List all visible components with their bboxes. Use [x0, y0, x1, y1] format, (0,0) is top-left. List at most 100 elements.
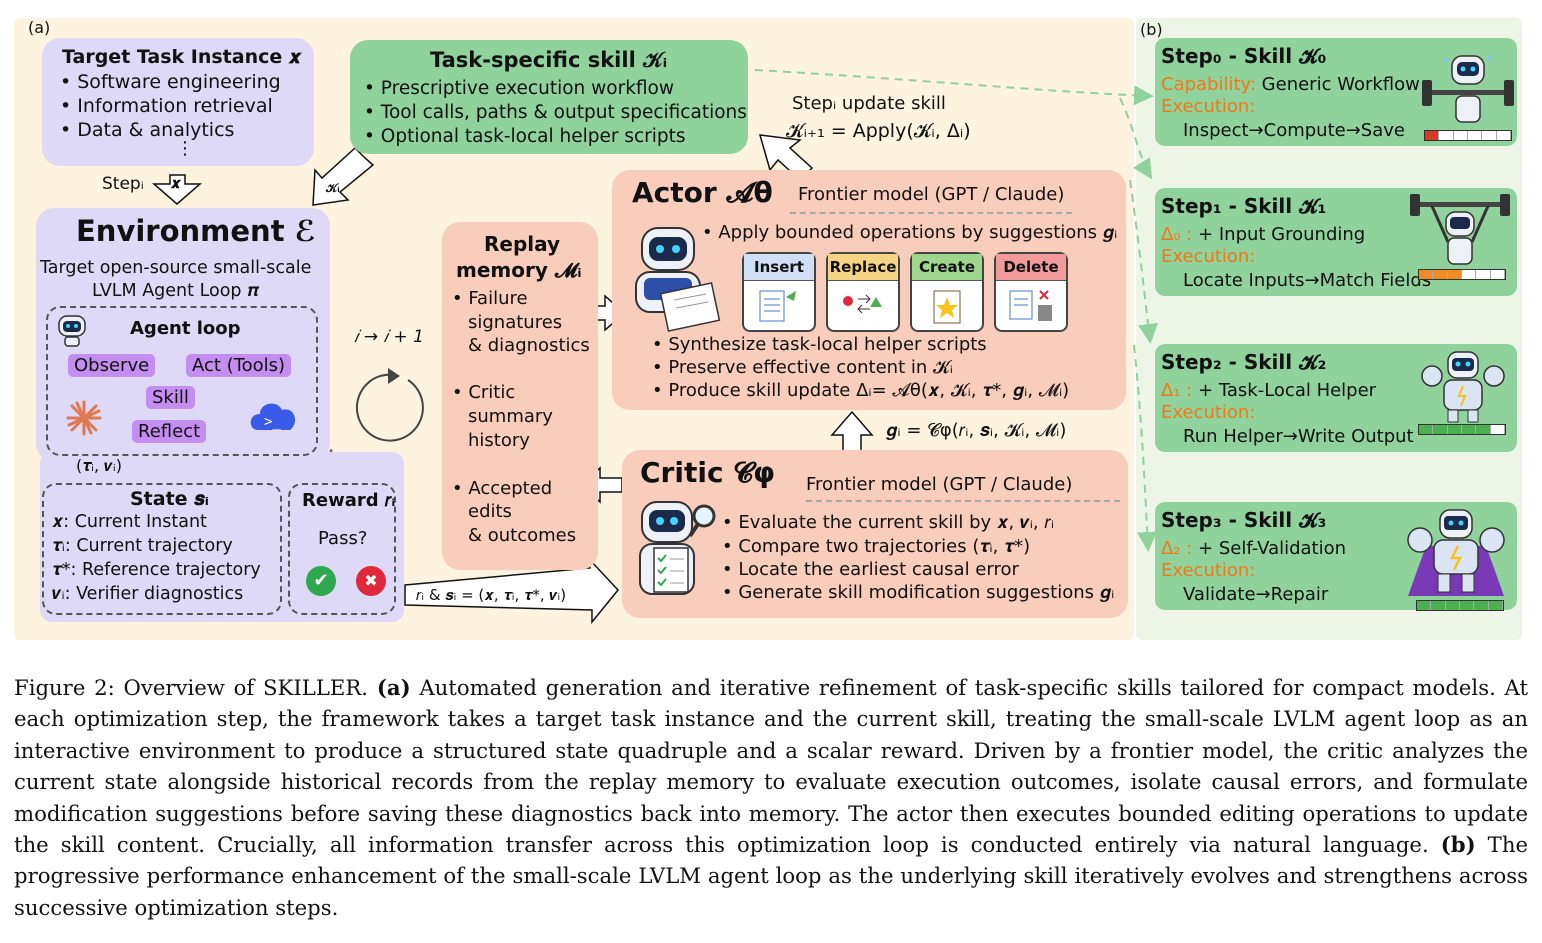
step-title: Step₁ - Skill 𝓚₁: [1161, 194, 1327, 218]
critic-model: Frontier model (GPT / Claude): [806, 474, 1073, 495]
step-capability: Δ₀ : + Input Grounding: [1161, 224, 1366, 245]
progress-segment: [1474, 601, 1489, 610]
target-task-dots: ⋮: [176, 138, 194, 159]
actor-item: • Preserve effective content in 𝓚ᵢ: [652, 357, 953, 378]
step-flow: Validate→Repair: [1183, 584, 1329, 605]
progress-segment: [1488, 601, 1503, 610]
insert-op-card: Insert: [742, 252, 816, 332]
sparkle-logo-icon: [66, 400, 102, 436]
progress-segment: [1447, 270, 1462, 279]
progress-segment: [1459, 601, 1475, 610]
progress-segment: [1433, 425, 1448, 434]
replay-item: signatures: [468, 312, 563, 333]
state-title: State 𝒔ᵢ: [130, 488, 209, 510]
reward-box: [288, 483, 396, 615]
suggestion-formula: 𝒈ᵢ = 𝓒φ(𝑟ᵢ, 𝒔ᵢ, 𝓚ᵢ, 𝓜ᵢ): [886, 420, 1067, 441]
step-label: Stepᵢ: [102, 174, 144, 194]
step-flow: Inspect→Compute→Save: [1183, 120, 1405, 141]
actor-robot-icon: [635, 227, 721, 332]
update-skill-formula: 𝓚ᵢ₊₁ = Apply(𝓚ᵢ, Δᵢ): [786, 120, 971, 142]
pass-check-icon: ✔: [306, 566, 336, 596]
progress-segment: [1461, 270, 1477, 279]
progress-segment: [1476, 270, 1491, 279]
replay-title: memory 𝓜ᵢ: [456, 258, 582, 282]
progress-segment: [1453, 131, 1468, 140]
reward-question: Pass?: [318, 528, 368, 549]
progress-segment: [1447, 425, 1462, 434]
delete-op-label: Delete: [996, 254, 1066, 281]
iteration-label: 𝑖 → 𝑖 + 1: [354, 327, 424, 347]
progress-segment: [1445, 601, 1460, 610]
step-2-progress-bar: [1418, 424, 1506, 435]
target-task-box: Target Task Instance 𝒙 • Software engine…: [42, 38, 314, 166]
delete-trash-icon: [1009, 290, 1052, 321]
weak-robot-lifting-icon: [1422, 55, 1514, 123]
panel-b-label: (b): [1140, 20, 1163, 39]
task-skill-box: Task-specific skill 𝒦ᵢ • Prescriptive ex…: [350, 40, 748, 154]
actor-item: • Produce skill update Δᵢ= 𝓐θ(𝒙, 𝓚ᵢ, 𝝉*,…: [652, 380, 1070, 401]
trajectory-output-label: (𝝉ᵢ, 𝒗ᵢ): [76, 456, 122, 475]
step-capability: Capability: Generic Workflow: [1161, 74, 1420, 95]
update-skill-label: Stepᵢ update skill: [792, 93, 946, 114]
super-robot-cape-icon: [1407, 509, 1505, 596]
replay-title: Replay: [484, 232, 561, 256]
step-title: Step₀ - Skill 𝓚₀: [1161, 44, 1327, 68]
progress-segment: [1431, 601, 1446, 610]
replace-op-label: Replace: [828, 254, 898, 281]
state-reward-formula: 𝑟ᵢ & 𝒔ᵢ = (𝒙, 𝝉ᵢ, 𝝉*, 𝒗ᵢ): [416, 586, 567, 604]
step-0-progress-bar: [1424, 130, 1512, 141]
act-tools-chip: Act (Tools): [186, 354, 292, 377]
task-skill-title: Task-specific skill 𝒦ᵢ: [430, 48, 668, 72]
panel-a-label: (a): [28, 18, 51, 37]
actor-model: Frontier model (GPT / Claude): [798, 184, 1065, 205]
robot-lifting-icon: [1410, 194, 1510, 265]
critic-item: • Locate the earliest causal error: [722, 559, 1019, 580]
observe-chip: Observe: [68, 354, 156, 377]
replay-item: & diagnostics: [468, 335, 590, 356]
replay-item: • Failure: [452, 288, 528, 309]
strong-robot-flexing-icon: [1421, 351, 1505, 423]
target-task-item: • Software engineering: [60, 71, 281, 93]
progress-segment: [1419, 270, 1434, 279]
replay-item: & outcomes: [468, 525, 577, 546]
environment-title: Environment ℰ: [76, 214, 316, 248]
step-execution-label: Execution:: [1161, 246, 1256, 267]
progress-segment: [1439, 131, 1454, 140]
step-execution-label: Execution:: [1161, 560, 1256, 581]
agent-loop-box: [46, 306, 318, 456]
progress-segment: [1490, 425, 1505, 434]
critic-robot-icon: [639, 501, 716, 595]
reward-title: Reward 𝑟ᵢ: [302, 490, 396, 511]
step-capability: Δ₁ : + Task-Local Helper: [1161, 380, 1377, 401]
target-task-title: Target Task Instance 𝒙: [62, 46, 302, 68]
replace-op-card: Replace: [826, 252, 900, 332]
agent-loop-title: Agent loop: [130, 318, 241, 339]
task-skill-item: • Prescriptive execution workflow: [364, 78, 675, 99]
critic-item: • Compare two trajectories (𝝉ᵢ, 𝝉*): [722, 536, 1031, 557]
replay-item: edits: [468, 501, 512, 522]
progress-segment: [1461, 425, 1477, 434]
critic-box: [622, 450, 1128, 618]
actor-item: • Synthesize task-local helper scripts: [652, 334, 987, 355]
step-flow: Run Helper→Write Output: [1183, 426, 1414, 447]
progress-segment: [1433, 270, 1448, 279]
state-box: [42, 483, 282, 615]
state-item: 𝒙: Current Instant: [52, 512, 207, 532]
progress-segment: [1482, 131, 1497, 140]
terminal-cloud-icon: >_: [250, 403, 296, 430]
progress-segment: [1425, 131, 1440, 140]
replace-arrows-icon: [843, 294, 882, 314]
svg-text:>_: >_: [264, 414, 281, 430]
create-op-card: Create: [910, 252, 984, 332]
environment-output-box: [40, 452, 404, 622]
step-title: Step₂ - Skill 𝓚₂: [1161, 350, 1327, 374]
reflect-chip: Reflect: [132, 420, 207, 443]
state-item: 𝝉ᵢ: Current trajectory: [52, 536, 233, 556]
replay-item: • Critic: [452, 382, 516, 403]
insert-doc-icon: [759, 290, 796, 322]
state-item: 𝒗ᵢ: Verifier diagnostics: [52, 584, 244, 604]
step-execution-label: Execution:: [1161, 402, 1256, 423]
replay-memory-box: Replay memory 𝓜ᵢ • Failure signatures & …: [442, 222, 598, 570]
insert-op-label: Insert: [744, 254, 814, 281]
create-op-label: Create: [912, 254, 982, 281]
